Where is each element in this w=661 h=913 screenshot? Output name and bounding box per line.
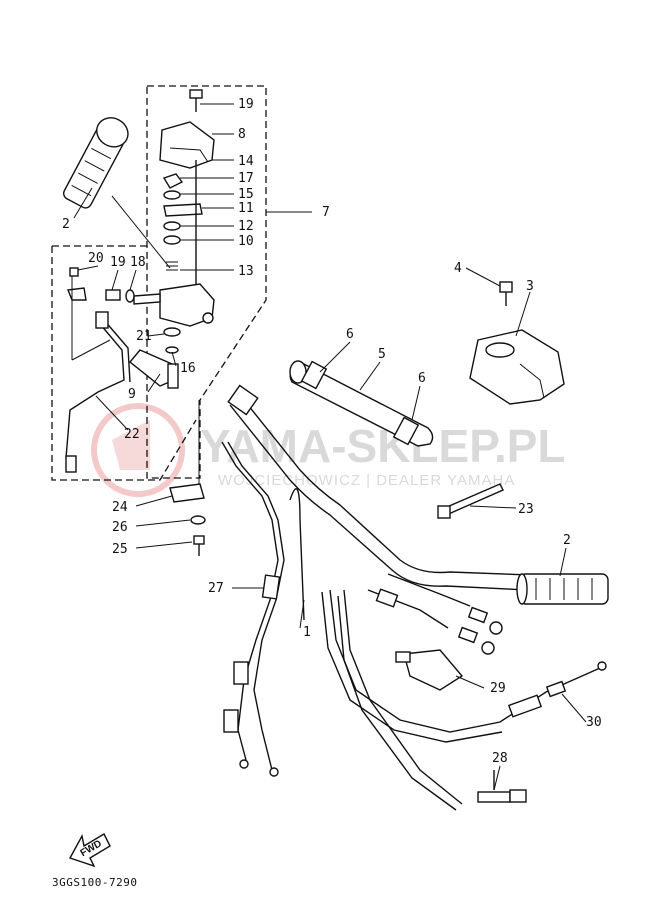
callout-6-bottom: 6 bbox=[418, 371, 426, 386]
cable-adjusters bbox=[457, 606, 503, 655]
right-grip bbox=[516, 573, 609, 605]
starter-switch bbox=[477, 770, 527, 803]
callout-28: 28 bbox=[492, 751, 508, 766]
watermark: YAMA-SKLEP.PL WOJCIECHOWICZ | DEALER YAM… bbox=[91, 403, 566, 497]
handlebar bbox=[227, 384, 531, 621]
switch-body bbox=[133, 283, 215, 327]
cable-band bbox=[437, 483, 504, 519]
callout-24: 24 bbox=[112, 500, 128, 515]
lever-assembly-box bbox=[51, 245, 197, 481]
callout-4: 4 bbox=[454, 261, 462, 276]
callout-3: 3 bbox=[526, 279, 534, 294]
fwd-arrow-icon: FWD bbox=[68, 833, 111, 868]
callout-2-left: 2 bbox=[62, 217, 70, 232]
handlebar-pad bbox=[289, 360, 434, 447]
callout-10: 10 bbox=[238, 234, 254, 249]
callout-16: 16 bbox=[180, 361, 196, 376]
throttle-cable bbox=[221, 441, 285, 777]
switch-cover bbox=[159, 121, 215, 169]
callout-12: 12 bbox=[238, 219, 254, 234]
brake-lever bbox=[129, 349, 179, 389]
callout-15: 15 bbox=[238, 187, 254, 202]
switch-assembly-box bbox=[146, 85, 267, 479]
main-cable bbox=[337, 573, 471, 811]
left-brake-cable bbox=[65, 276, 131, 473]
callout-2-right: 2 bbox=[563, 533, 571, 548]
right-brake-cable bbox=[321, 589, 607, 743]
callout-20: 20 bbox=[88, 251, 104, 266]
callout-30: 30 bbox=[586, 715, 602, 730]
handlebar-holder bbox=[469, 329, 565, 405]
callout-18: 18 bbox=[130, 255, 146, 270]
callout-14: 14 bbox=[238, 154, 254, 169]
callout-19-top: 19 bbox=[238, 97, 254, 112]
callout-6-top: 6 bbox=[346, 327, 354, 342]
callout-8: 8 bbox=[238, 127, 246, 142]
holder-bolt bbox=[499, 281, 513, 306]
callout-5: 5 bbox=[378, 347, 386, 362]
brake-switch bbox=[395, 649, 464, 691]
callout-23: 23 bbox=[518, 502, 534, 517]
leader-lines bbox=[73, 103, 587, 791]
callout-9: 9 bbox=[128, 387, 136, 402]
callout-21: 21 bbox=[136, 329, 152, 344]
small-hardware bbox=[162, 89, 203, 284]
callout-29: 29 bbox=[490, 681, 506, 696]
diagram-code: 3GGS100-7290 bbox=[52, 876, 137, 889]
callout-22: 22 bbox=[124, 427, 140, 442]
callout-19-left: 19 bbox=[110, 255, 126, 270]
callout-11: 11 bbox=[238, 201, 254, 216]
callout-26: 26 bbox=[112, 520, 128, 535]
callout-27: 27 bbox=[208, 581, 224, 596]
callout-1: 1 bbox=[303, 625, 311, 640]
left-grip bbox=[62, 117, 129, 209]
callout-17: 17 bbox=[238, 171, 254, 186]
callout-25: 25 bbox=[112, 542, 128, 557]
callout-labels: 1 2 2 3 4 5 6 6 7 8 9 10 11 12 13 14 15 … bbox=[62, 97, 602, 766]
callout-7: 7 bbox=[322, 205, 330, 220]
callout-13: 13 bbox=[238, 264, 254, 279]
lower-holder bbox=[169, 400, 206, 556]
watermark-tagline: WOJCIECHOWICZ | DEALER YAMAHA bbox=[218, 472, 515, 489]
